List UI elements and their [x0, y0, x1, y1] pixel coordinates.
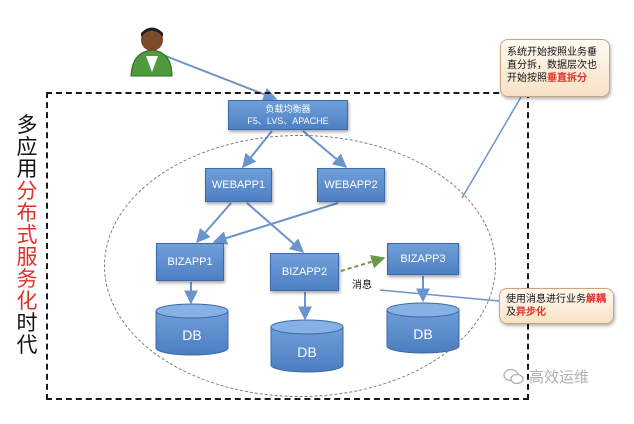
webapp2-node: WEBAPP2 [317, 168, 385, 202]
callout-vertical-split: 系统开始按照业务垂直分拆，数据层次也开始按照垂直拆分 [500, 39, 610, 97]
callout-top-pointer [461, 96, 522, 199]
callout-bottom-text2: 及 [506, 307, 516, 318]
callout-message-decoupling: 使用消息进行业务解耦及异步化 [499, 288, 614, 324]
vertical-title-suffix: 时代 [16, 311, 38, 357]
watermark-text: 高效运维 [529, 369, 590, 386]
wechat-icon [503, 368, 524, 384]
message-label: 消息 [352, 280, 372, 291]
callout-bottom-highlight1: 解耦 [586, 294, 606, 305]
bizapp3-node: BIZAPP3 [387, 243, 459, 275]
webapp1-node: WEBAPP1 [205, 168, 272, 202]
system-boundary-frame [46, 92, 529, 400]
callout-top-highlight: 垂直拆分 [547, 73, 587, 84]
callout-bottom-text1: 使用消息进行业务 [506, 294, 586, 305]
load-balancer-title: 负载均衡器 [265, 104, 311, 114]
services-group-ellipse [104, 135, 496, 397]
callout-top-text: 系统开始按照业务垂直分拆，数据层次也开始按照 [507, 47, 597, 84]
watermark: 高效运维 [503, 366, 589, 387]
callout-bottom-highlight2: 异步化 [516, 307, 546, 318]
vertical-title: 多应用分布式服务化时代 [14, 114, 40, 356]
vertical-title-prefix: 多应用 [16, 113, 38, 181]
bizapp2-node: BIZAPP2 [270, 253, 339, 291]
load-balancer-node: 负载均衡器 F5、LVS、APACHE [228, 100, 348, 130]
arrow-user-to-lb [162, 54, 278, 101]
vertical-title-highlight: 分布式服务化 [16, 179, 38, 313]
bizapp1-node: BIZAPP1 [156, 243, 224, 281]
load-balancer-detail: F5、LVS、APACHE [247, 116, 329, 126]
user-avatar-icon [130, 27, 173, 77]
